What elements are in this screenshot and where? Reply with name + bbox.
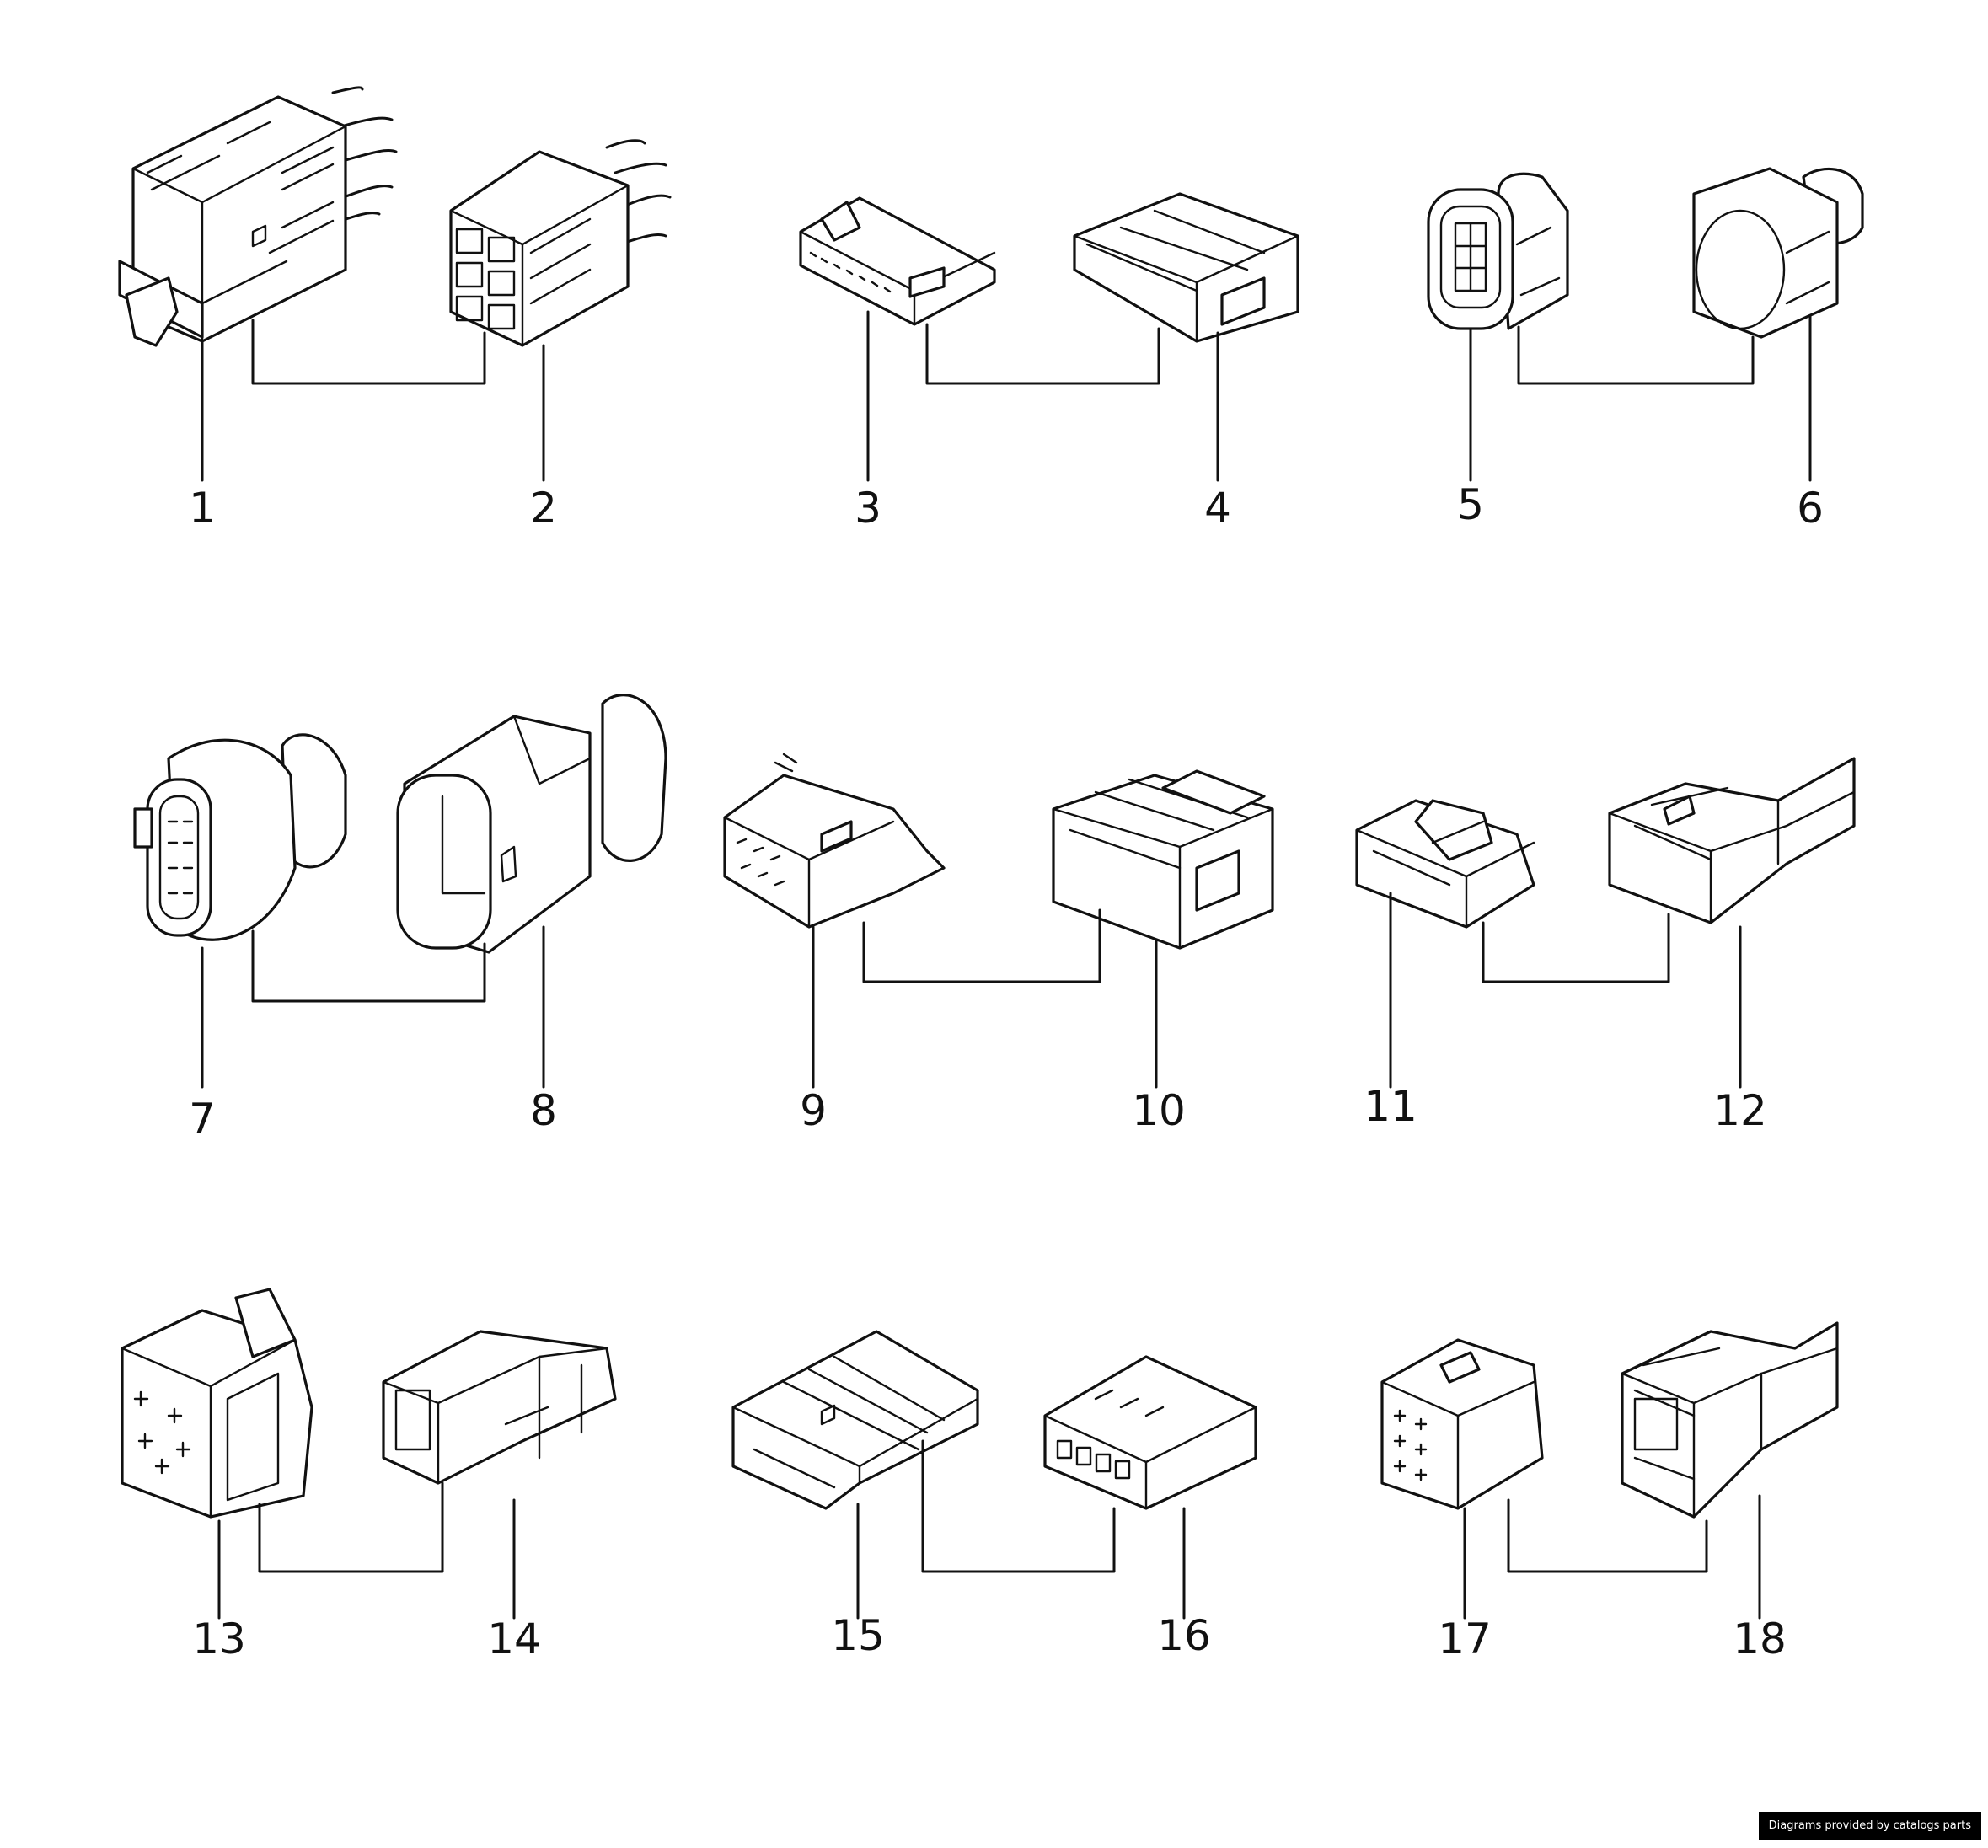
part-number-16: 16: [1157, 1611, 1211, 1660]
connector-part-15[interactable]: [731, 1330, 979, 1510]
part-number-4: 4: [1204, 484, 1231, 533]
part-number-12: 12: [1713, 1086, 1767, 1135]
part-number-13: 13: [192, 1615, 246, 1663]
part-number-18: 18: [1733, 1615, 1787, 1663]
part-number-5: 5: [1457, 480, 1484, 529]
connector-part-3[interactable]: [799, 196, 996, 326]
part-number-14: 14: [487, 1615, 541, 1663]
leader-lines: [201, 310, 1812, 1620]
connector-part-14[interactable]: [382, 1330, 617, 1485]
connector-part-9[interactable]: [723, 753, 946, 929]
part-number-7: 7: [189, 1095, 216, 1144]
credit-badge: Diagrams provided by catalogs parts: [1758, 1812, 1981, 1840]
part-number-9: 9: [800, 1086, 827, 1135]
connector-part-13[interactable]: [121, 1288, 313, 1519]
part-number-8: 8: [530, 1086, 557, 1135]
part-number-2: 2: [530, 484, 557, 533]
connector-part-11[interactable]: [1355, 799, 1535, 929]
connector-part-6[interactable]: [1692, 167, 1864, 339]
part-number-15: 15: [831, 1611, 885, 1660]
part-number-1: 1: [189, 484, 216, 533]
part-number-labels: 1 2 3 4 5 6 7 8 9 10 11 12 13 14 15 16 1…: [189, 480, 1824, 1663]
connector-part-4[interactable]: [1073, 192, 1299, 343]
connector-part-5[interactable]: [1427, 172, 1569, 330]
connector-part-10[interactable]: [1052, 769, 1274, 950]
part-number-6: 6: [1797, 484, 1824, 533]
connector-part-2[interactable]: [449, 139, 672, 347]
connector-part-12[interactable]: [1608, 757, 1856, 924]
part-number-11: 11: [1364, 1082, 1417, 1131]
connector-part-17[interactable]: [1380, 1338, 1544, 1510]
part-number-3: 3: [855, 484, 881, 533]
part-number-10: 10: [1132, 1086, 1186, 1135]
connector-part-8[interactable]: [396, 694, 667, 954]
connector-part-7[interactable]: [133, 733, 347, 941]
connector-part-16[interactable]: [1043, 1355, 1257, 1510]
connector-part-18[interactable]: [1621, 1321, 1839, 1519]
connector-part-1[interactable]: [118, 86, 398, 347]
part-number-17: 17: [1438, 1615, 1492, 1663]
